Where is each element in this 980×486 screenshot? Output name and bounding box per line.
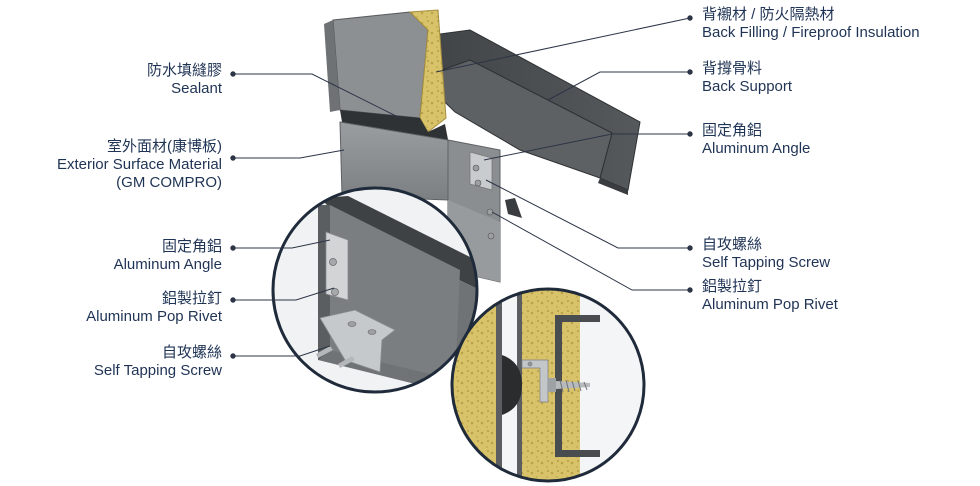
label-zh: 防水填縫膠: [146, 62, 222, 79]
label-zh: 鋁製拉釘: [161, 290, 222, 307]
detail-circle-angle: [271, 186, 479, 394]
label-en: Back Support: [702, 78, 793, 95]
label-en: Aluminum Angle: [702, 140, 811, 157]
label-en: Self Tapping Screw: [702, 254, 831, 271]
label-aluminum-angle-left: 固定角鋁 Aluminum Angle: [114, 238, 222, 274]
label-en: Aluminum Pop Rivet: [702, 296, 838, 313]
label-en-2: (GM COMPRO): [116, 174, 222, 191]
label-zh: 室外面材(康博板): [107, 138, 222, 155]
label-aluminum-angle-right: 固定角鋁 Aluminum Angle: [702, 122, 810, 158]
label-exterior-surface: 室外面材(康博板) Exterior Surface Material (GM …: [57, 138, 222, 192]
label-zh: 鋁製拉釘: [702, 278, 763, 295]
label-back-support: 背撐骨料 Back Support: [702, 60, 792, 96]
label-en: Aluminum Angle: [113, 256, 222, 273]
label-self-tapping-left: 自攻螺絲 Self Tapping Screw: [94, 344, 222, 380]
label-self-tapping-right: 自攻螺絲 Self Tapping Screw: [702, 236, 830, 272]
label-zh: 背襯材 / 防火隔熱材: [702, 6, 835, 23]
detail-circle-section: [450, 287, 646, 483]
label-pop-rivet-right: 鋁製拉釘 Aluminum Pop Rivet: [702, 278, 838, 314]
leader-lines: [230, 15, 693, 359]
upper-panel: [332, 11, 429, 119]
label-en: Sealant: [171, 80, 222, 97]
label-zh: 自攻螺絲: [702, 236, 763, 253]
label-zh: 自攻螺絲: [161, 344, 222, 361]
label-zh: 固定角鋁: [702, 122, 763, 139]
label-zh: 背撐骨料: [702, 60, 763, 77]
label-sealant: 防水填縫膠 Sealant: [147, 62, 222, 98]
label-zh: 固定角鋁: [161, 238, 222, 255]
label-en: Self Tapping Screw: [93, 362, 222, 379]
label-pop-rivet-left: 鋁製拉釘 Aluminum Pop Rivet: [86, 290, 222, 326]
label-en: Back Filling / Fireproof Insulation: [702, 24, 920, 41]
label-back-filling: 背襯材 / 防火隔熱材 Back Filling / Fireproof Ins…: [702, 6, 920, 42]
label-en: Exterior Surface Material: [56, 156, 222, 173]
label-en: Aluminum Pop Rivet: [86, 308, 222, 325]
